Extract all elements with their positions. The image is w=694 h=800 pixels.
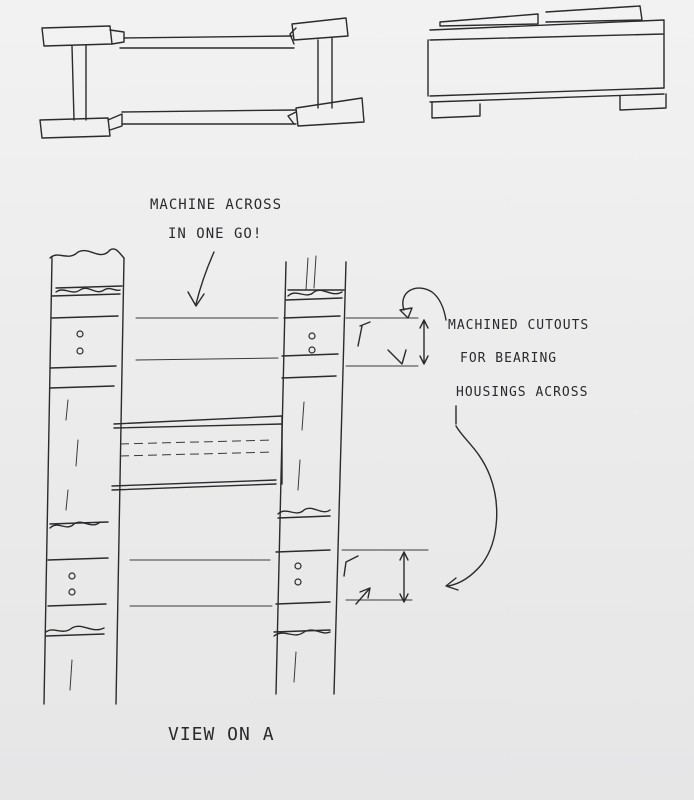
upper-cutout-detail [345,287,447,367]
right-rail [273,255,347,695]
cutouts-label-line1: MACHINED CUTOUTS [448,318,589,333]
left-rail [43,248,125,705]
machine-across-line1: MACHINE ACROSS [150,197,282,213]
housings-arrow [445,405,498,591]
lower-cutout-detail [341,549,429,605]
machine-across-line2: IN ONE GO! [168,226,262,242]
cutouts-label-line3: HOUSINGS ACROSS [456,385,588,400]
top-frame-plan-view [39,17,365,139]
cross-members [111,317,283,607]
machine-arrow [187,251,215,307]
view-on-a-label: VIEW ON A [168,724,275,745]
top-side-view [427,5,667,119]
cutouts-label-line2: FOR BEARING [460,351,557,366]
